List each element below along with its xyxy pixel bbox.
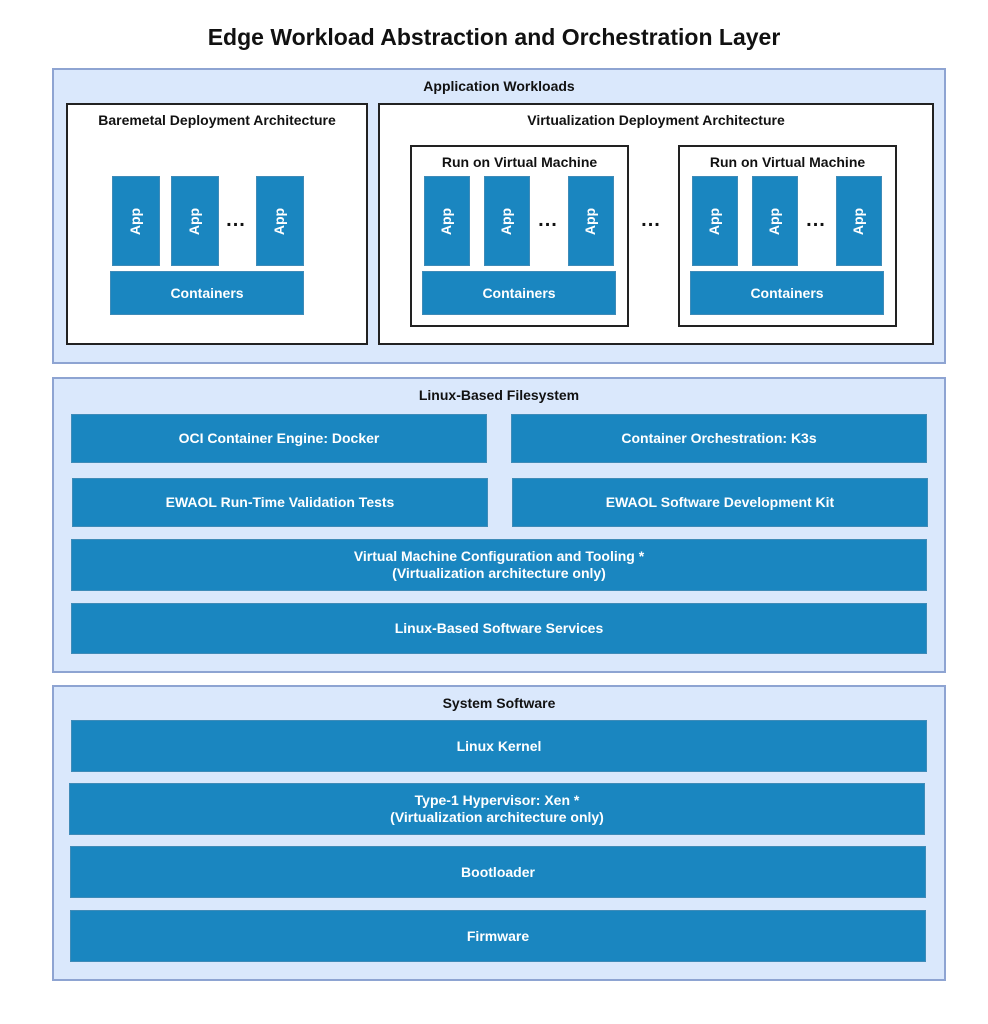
app-label: App (438, 207, 455, 235)
app-block: App (836, 176, 882, 266)
app-label: App (186, 207, 203, 235)
software-services: Linux-Based Software Services (71, 603, 927, 654)
app-label: App (850, 207, 867, 235)
app-label: App (706, 207, 723, 235)
vm-ellipsis: ... (641, 209, 661, 231)
app-block: App (568, 176, 614, 266)
app-label: App (127, 207, 144, 235)
app-block: App (424, 176, 470, 266)
app-block: App (752, 176, 798, 266)
virtualization-label: Virtualization Deployment Architecture (527, 112, 785, 128)
app-block: App (112, 176, 160, 266)
software-development-kit: EWAOL Software Development Kit (512, 478, 928, 527)
application-workloads-label: Application Workloads (423, 78, 575, 94)
app-block: App (484, 176, 530, 266)
vm-configuration-tooling: Virtual Machine Configuration and Toolin… (71, 539, 927, 591)
app-block: App (171, 176, 219, 266)
vm-label: Run on Virtual Machine (709, 154, 866, 170)
app-label: App (271, 207, 288, 235)
vm-tooling-line1: Virtual Machine Configuration and Toolin… (353, 548, 645, 564)
baremetal-label: Baremetal Deployment Architecture (98, 112, 336, 128)
containers-block: Containers (422, 271, 616, 315)
ellipsis: ... (226, 209, 246, 231)
containers-block: Containers (110, 271, 304, 315)
filesystem-label: Linux-Based Filesystem (418, 387, 580, 403)
diagram-title: Edge Workload Abstraction and Orchestrat… (207, 24, 781, 50)
firmware: Firmware (70, 910, 926, 962)
ellipsis: ... (538, 209, 558, 231)
hypervisor-line1: Type-1 Hypervisor: Xen * (414, 792, 580, 808)
app-label: App (766, 207, 783, 235)
system-software-label: System Software (442, 695, 556, 711)
oci-container-engine: OCI Container Engine: Docker (71, 414, 487, 463)
ellipsis: ... (806, 209, 826, 231)
vm-tooling-line2: (Virtualization architecture only) (392, 565, 606, 581)
app-label: App (582, 207, 599, 235)
validation-tests: EWAOL Run-Time Validation Tests (72, 478, 488, 527)
container-orchestration: Container Orchestration: K3s (511, 414, 927, 463)
app-label: App (498, 207, 515, 235)
linux-kernel: Linux Kernel (71, 720, 927, 772)
app-block: App (692, 176, 738, 266)
app-block: App (256, 176, 304, 266)
bootloader: Bootloader (70, 846, 926, 898)
containers-block: Containers (690, 271, 884, 315)
vm-label: Run on Virtual Machine (441, 154, 598, 170)
hypervisor-line2: (Virtualization architecture only) (390, 809, 604, 825)
type1-hypervisor: Type-1 Hypervisor: Xen * (Virtualization… (69, 783, 925, 835)
